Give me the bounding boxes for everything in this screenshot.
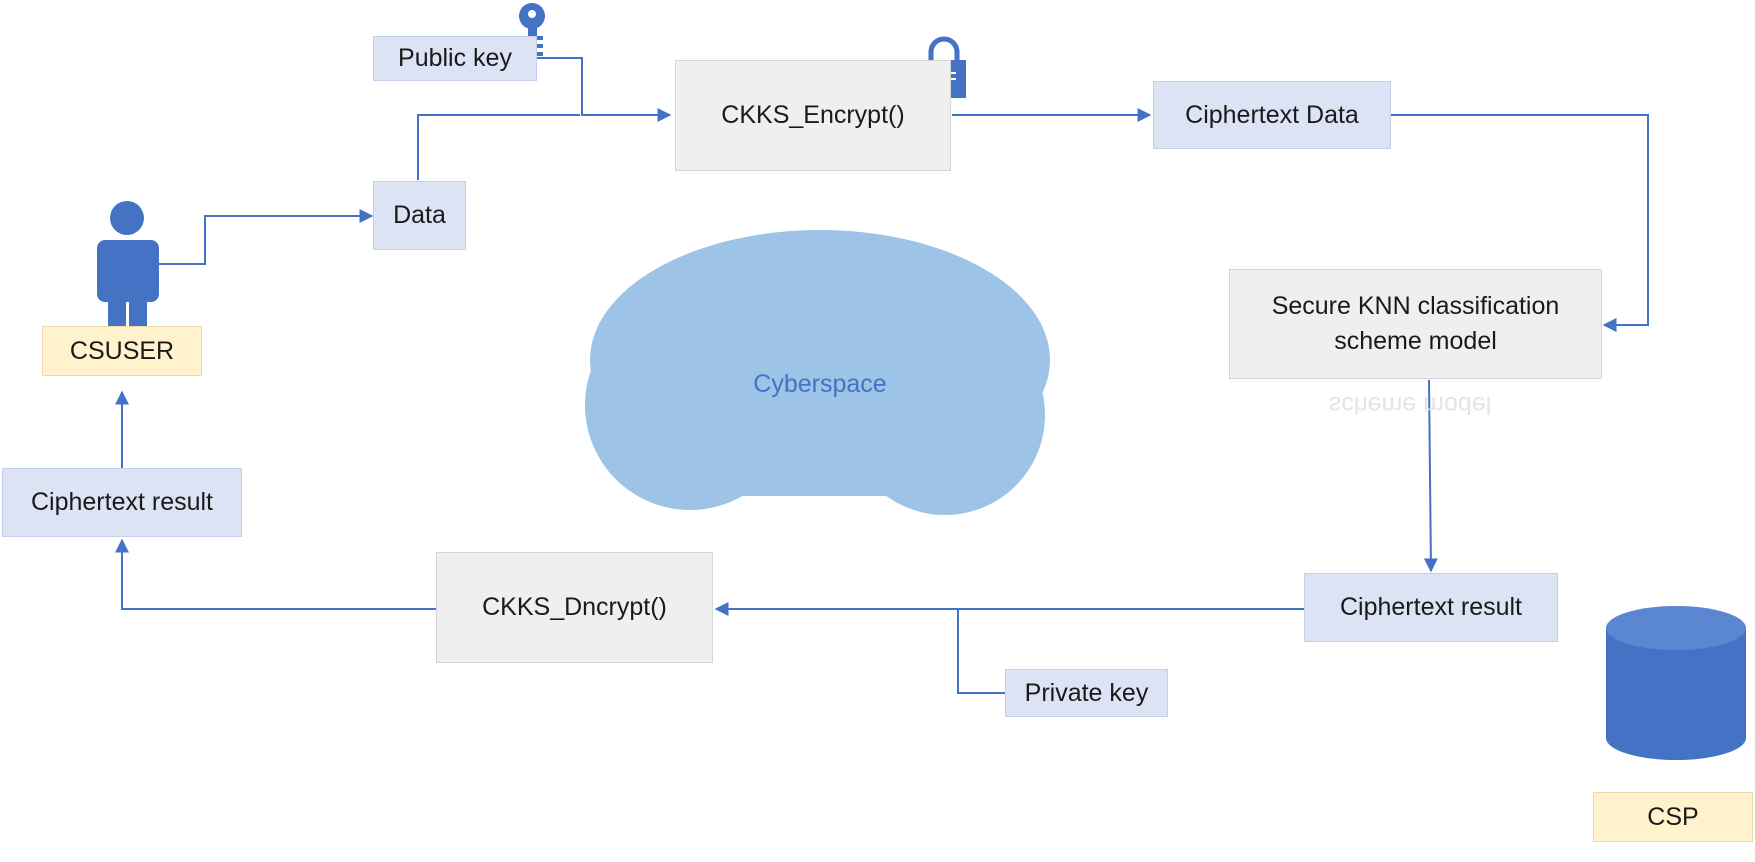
public-key-label: Public key bbox=[398, 44, 512, 72]
ciphertext-result-left-box: Ciphertext result bbox=[2, 468, 242, 537]
arrow-knn-to-result bbox=[1423, 379, 1438, 573]
ciphertext-result-right-box: Ciphertext result bbox=[1304, 573, 1558, 642]
user-icon bbox=[97, 201, 159, 326]
encrypt-box: CKKS_Encrypt() bbox=[675, 60, 951, 171]
decrypt-box: CKKS_Dncrypt() bbox=[436, 552, 713, 663]
knn-model-label-line1: Secure KNN classification bbox=[1271, 292, 1560, 320]
csp-label: CSP bbox=[1647, 802, 1699, 831]
cyberspace-label: Cyberspace bbox=[753, 370, 887, 398]
ciphertext-data-box: Ciphertext Data bbox=[1153, 81, 1391, 149]
line-privatekey-join bbox=[957, 609, 1005, 694]
private-key-label: Private key bbox=[1024, 678, 1149, 707]
data-label: Data bbox=[393, 201, 446, 229]
arrow-user-to-data bbox=[158, 209, 374, 265]
ciphertext-result-left-label: Ciphertext result bbox=[30, 488, 214, 516]
knn-model-reflection: scheme model bbox=[1328, 395, 1492, 415]
ciphertext-result-right-label: Ciphertext result bbox=[1339, 593, 1523, 621]
data-box: Data bbox=[373, 181, 466, 250]
arrow-ciphertext-to-knn bbox=[1391, 114, 1649, 332]
line-data-up bbox=[417, 114, 580, 180]
knn-model-label-line2: scheme model bbox=[1334, 327, 1497, 355]
csuser-label: CSUSER bbox=[69, 336, 175, 365]
ciphertext-data-label: Ciphertext Data bbox=[1185, 100, 1359, 129]
knn-model-box: Secure KNN classification scheme model bbox=[1229, 269, 1602, 379]
encrypt-label: CKKS_Encrypt() bbox=[721, 101, 905, 129]
decrypt-label: CKKS_Dncrypt() bbox=[482, 593, 667, 621]
private-key-box: Private key bbox=[1005, 669, 1168, 717]
database-icon bbox=[1606, 606, 1746, 760]
csuser-box: CSUSER bbox=[42, 326, 202, 376]
public-key-box: Public key bbox=[373, 36, 537, 81]
arrow-decrypt-to-result bbox=[115, 538, 436, 610]
cyberspace-cloud bbox=[585, 230, 1050, 515]
arrow-publickey-to-encrypt bbox=[536, 57, 672, 122]
csp-box: CSP bbox=[1593, 792, 1753, 842]
